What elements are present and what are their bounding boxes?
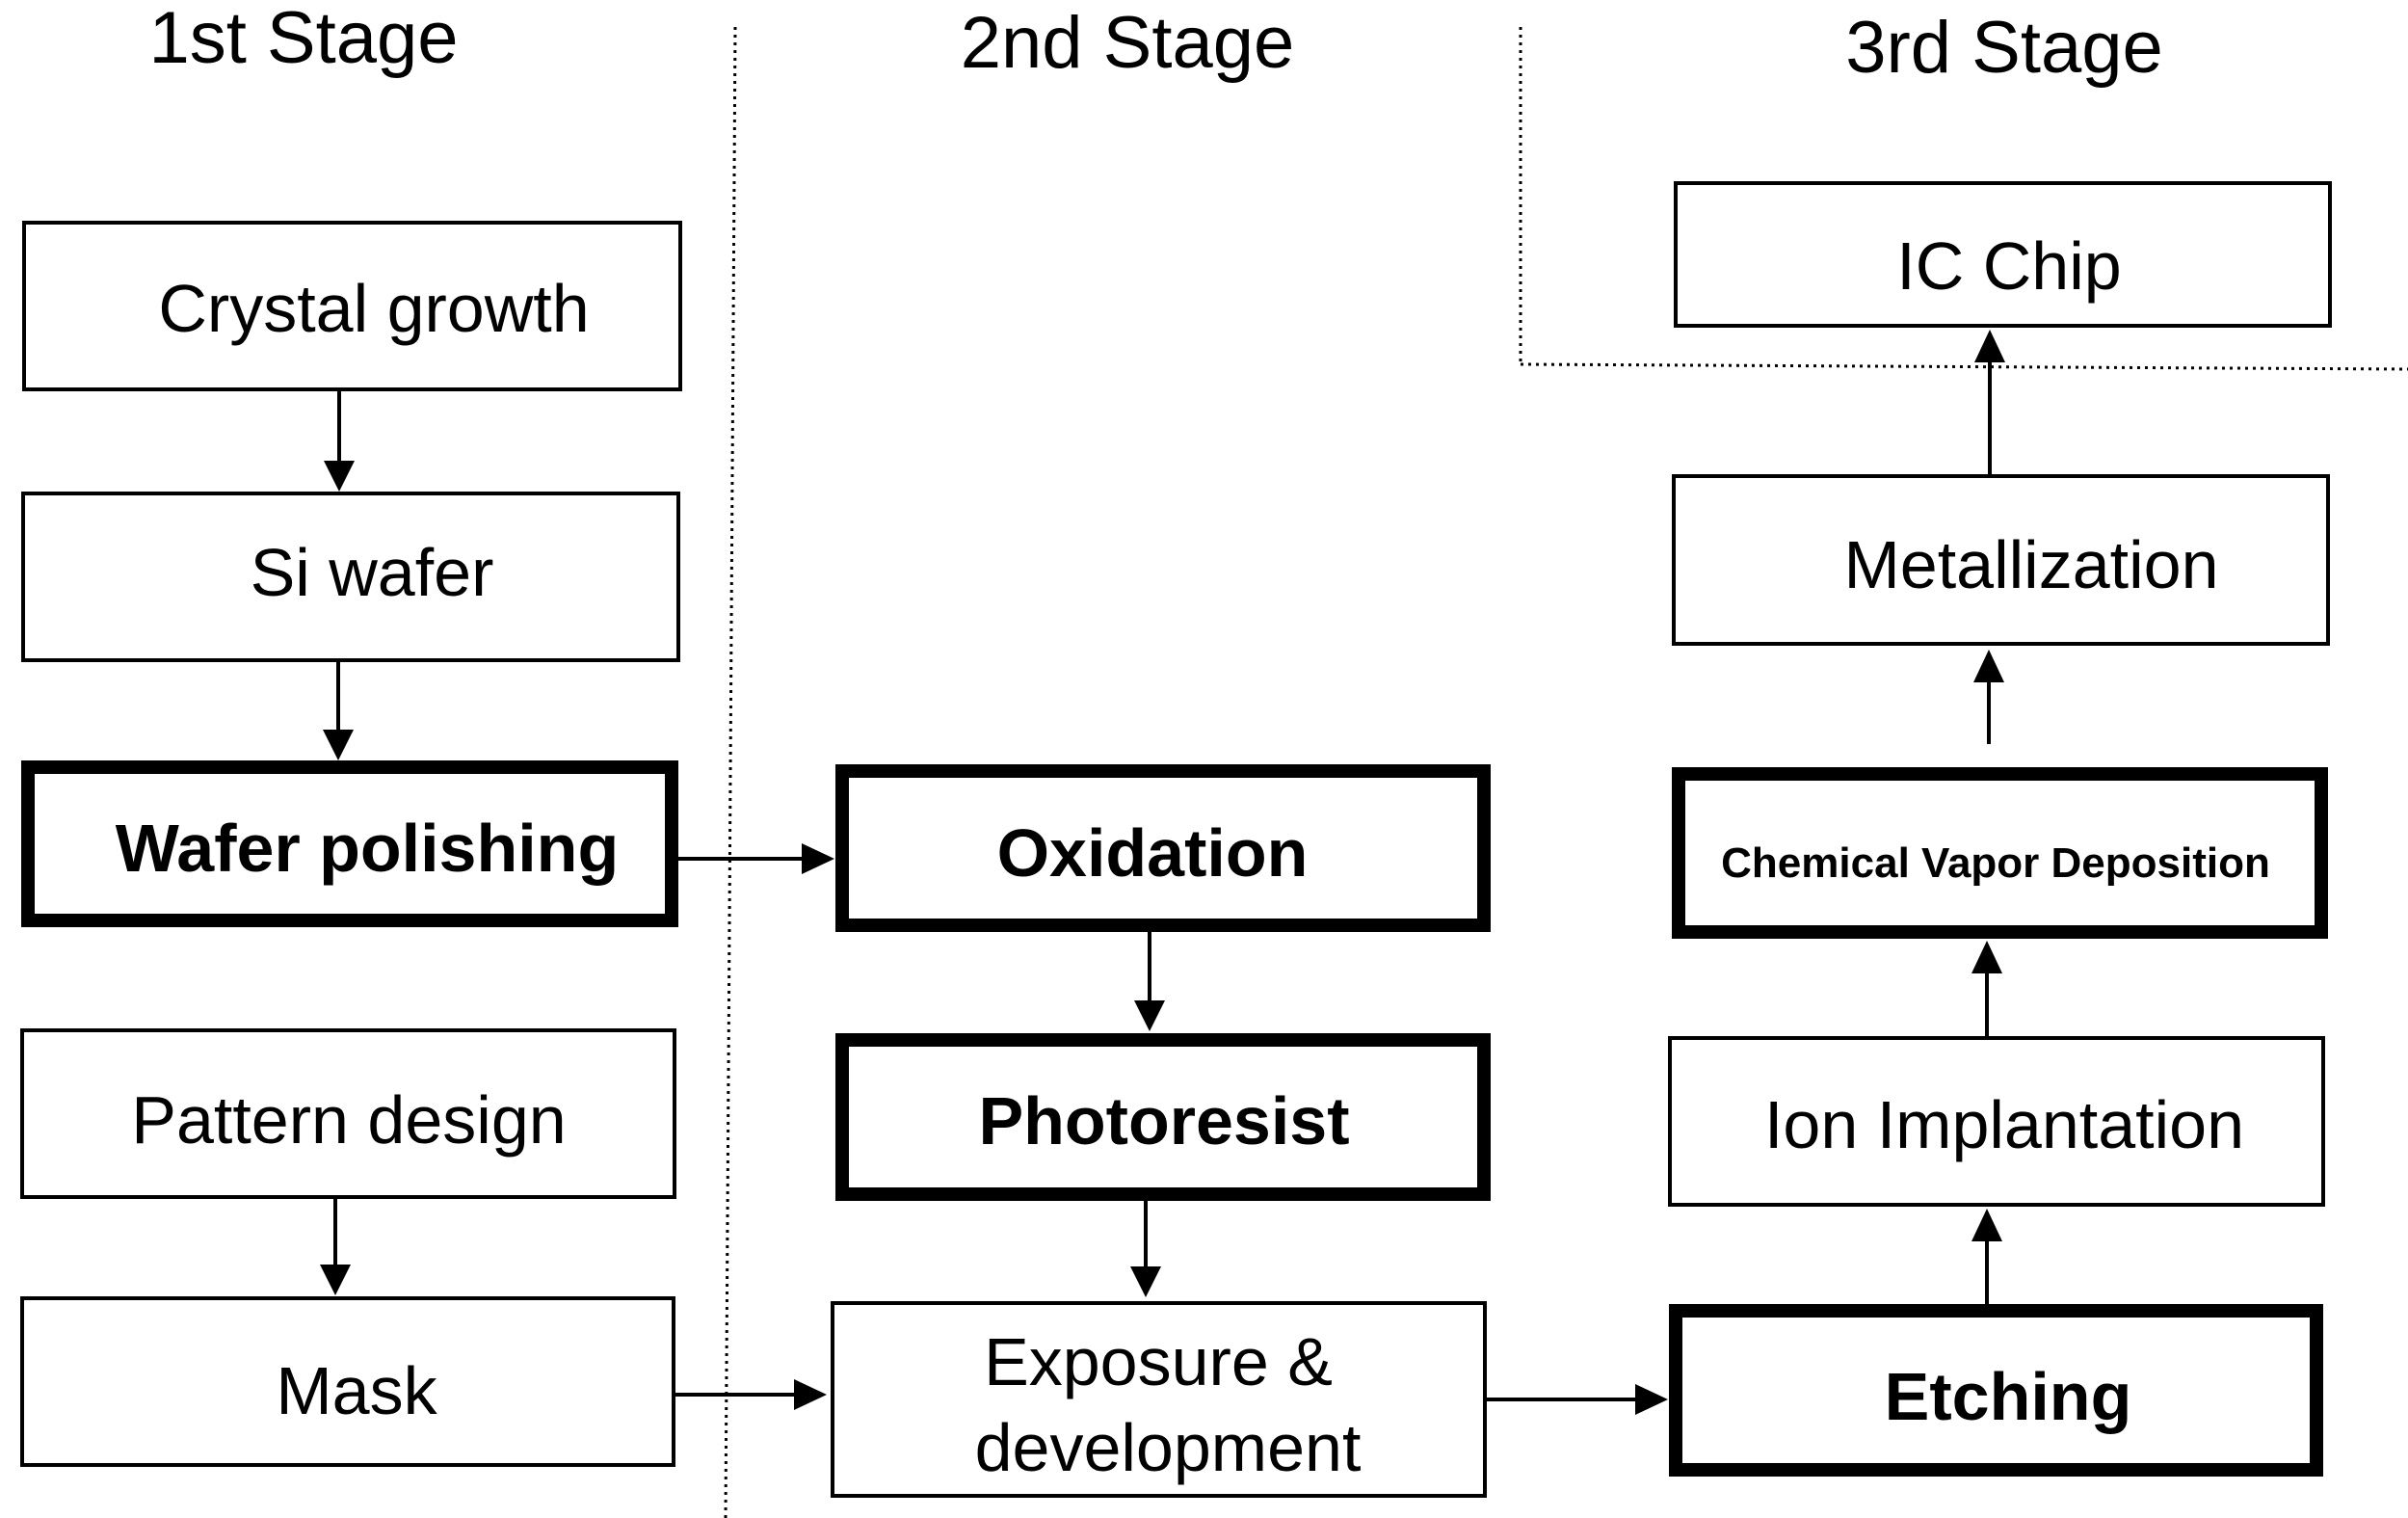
node-ic-chip-label: IC Chip bbox=[1896, 228, 2121, 304]
node-wafer-polishing-label: Wafer polishing bbox=[116, 811, 619, 886]
stage-title-3rd: 3rd Stage bbox=[1845, 7, 2163, 89]
node-exposure-label-line2: development bbox=[975, 1410, 1362, 1485]
node-crystal-growth: Crystal growth bbox=[22, 221, 682, 391]
node-photoresist-label: Photoresist bbox=[978, 1083, 1349, 1158]
node-wafer-polishing: Wafer polishing bbox=[21, 760, 678, 927]
stage-title-1st: 1st Stage bbox=[148, 0, 458, 79]
node-pattern-design: Pattern design bbox=[20, 1028, 676, 1199]
arrow-pattern-to-mask bbox=[320, 1197, 351, 1295]
node-mask: Mask bbox=[20, 1296, 675, 1467]
node-crystal-growth-label: Crystal growth bbox=[158, 271, 589, 346]
node-si-wafer: Si wafer bbox=[21, 492, 680, 662]
arrow-wafer-to-polishing bbox=[323, 660, 354, 760]
arrow-oxidation-to-photoresist bbox=[1134, 932, 1165, 1031]
arrow-crystal-to-wafer bbox=[324, 389, 355, 492]
node-mask-label: Mask bbox=[276, 1353, 437, 1428]
node-si-wafer-label: Si wafer bbox=[251, 535, 494, 610]
node-cvd-label: Chemical Vapor Deposition bbox=[1721, 839, 2270, 887]
arrow-mask-to-exposure bbox=[674, 1379, 827, 1410]
arrow-ion-to-cvd bbox=[1971, 941, 2002, 1038]
node-oxidation-label: Oxidation bbox=[997, 815, 1309, 891]
arrow-etching-to-ion bbox=[1971, 1209, 2002, 1305]
arrow-photoresist-to-exposure bbox=[1130, 1201, 1161, 1297]
node-metallization: Metallization bbox=[1672, 474, 2330, 646]
stage-divider-ic-chip bbox=[1520, 362, 2408, 371]
node-metallization-label: Metallization bbox=[1843, 527, 2218, 602]
node-chemical-vapor-deposition: Chemical Vapor Deposition bbox=[1672, 767, 2328, 939]
node-pattern-design-label: Pattern design bbox=[131, 1082, 566, 1158]
arrow-metallization-to-ic-chip bbox=[1974, 330, 2005, 476]
stage-divider-1-2 bbox=[724, 26, 737, 1518]
node-photoresist: Photoresist bbox=[835, 1033, 1491, 1201]
stage-title-2nd: 2nd Stage bbox=[961, 2, 1295, 84]
node-etching: Etching bbox=[1669, 1304, 2323, 1477]
arrow-cvd-to-metallization bbox=[1973, 650, 2004, 744]
node-oxidation: Oxidation bbox=[835, 764, 1491, 932]
node-ic-chip: IC Chip bbox=[1674, 181, 2332, 328]
node-exposure-development: Exposure & development bbox=[831, 1301, 1487, 1498]
node-ion-implantation: Ion Implantation bbox=[1668, 1036, 2325, 1207]
node-ion-implantation-label: Ion Implantation bbox=[1764, 1087, 2244, 1162]
node-exposure-label-line1: Exposure & bbox=[984, 1324, 1333, 1399]
arrow-exposure-to-etching bbox=[1485, 1384, 1668, 1415]
node-etching-label: Etching bbox=[1885, 1359, 2132, 1434]
arrow-polishing-to-oxidation bbox=[678, 843, 834, 874]
